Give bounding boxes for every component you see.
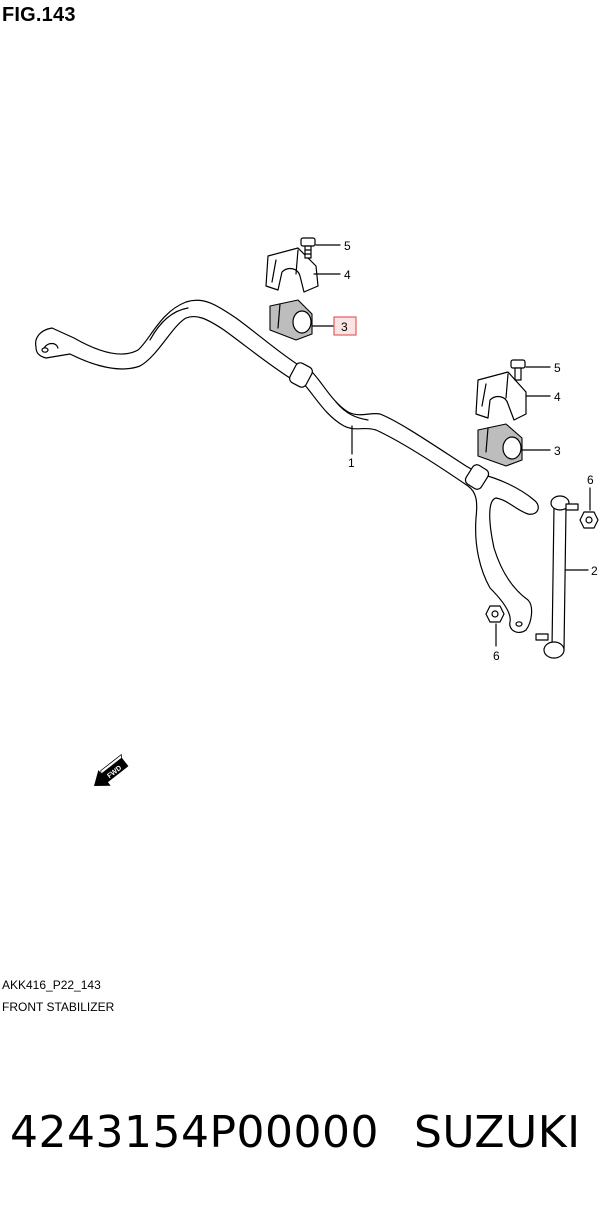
drawing-code: AKK416_P22_143	[2, 978, 101, 992]
callout-6-right: 6	[587, 473, 594, 487]
upper-bushing-part-3[interactable]	[269, 299, 313, 341]
leader-lines	[311, 244, 591, 647]
callout-5-upper: 5	[344, 239, 351, 253]
nut-right-part-6[interactable]	[579, 511, 599, 529]
callout-highlight-box	[333, 316, 357, 336]
callout-4-lower: 4	[554, 390, 561, 404]
lower-bolt-part-5[interactable]	[510, 359, 526, 381]
callout-3-lower: 3	[554, 444, 561, 458]
callout-2: 2	[591, 564, 598, 578]
brand-name: SUZUKI	[414, 1107, 581, 1158]
figure-title: FIG.143	[2, 4, 76, 26]
forward-arrow-icon: FWD	[94, 753, 129, 787]
upper-bracket-part-4[interactable]	[265, 247, 319, 293]
callout-4-upper: 4	[344, 268, 351, 282]
callout-1: 1	[348, 456, 355, 470]
stabilizer-link-part-2[interactable]	[535, 495, 579, 659]
callout-3-upper: 3	[341, 320, 348, 334]
part-number: 4243154P00000	[10, 1107, 379, 1158]
upper-bolt-part-5[interactable]	[300, 237, 316, 259]
stabilizer-bar[interactable]	[35, 299, 539, 634]
lower-bracket-part-4[interactable]	[475, 371, 527, 421]
lower-bushing-part-3[interactable]	[477, 423, 523, 467]
stabilizer-diagram: 5 4 3 5 4 3 1 6 2 6 FWD	[35, 237, 599, 787]
figure-caption: FRONT STABILIZER	[2, 1000, 115, 1014]
callout-5-lower: 5	[554, 361, 561, 375]
callout-6-bottom: 6	[493, 649, 500, 663]
nut-bottom-part-6[interactable]	[485, 605, 505, 623]
